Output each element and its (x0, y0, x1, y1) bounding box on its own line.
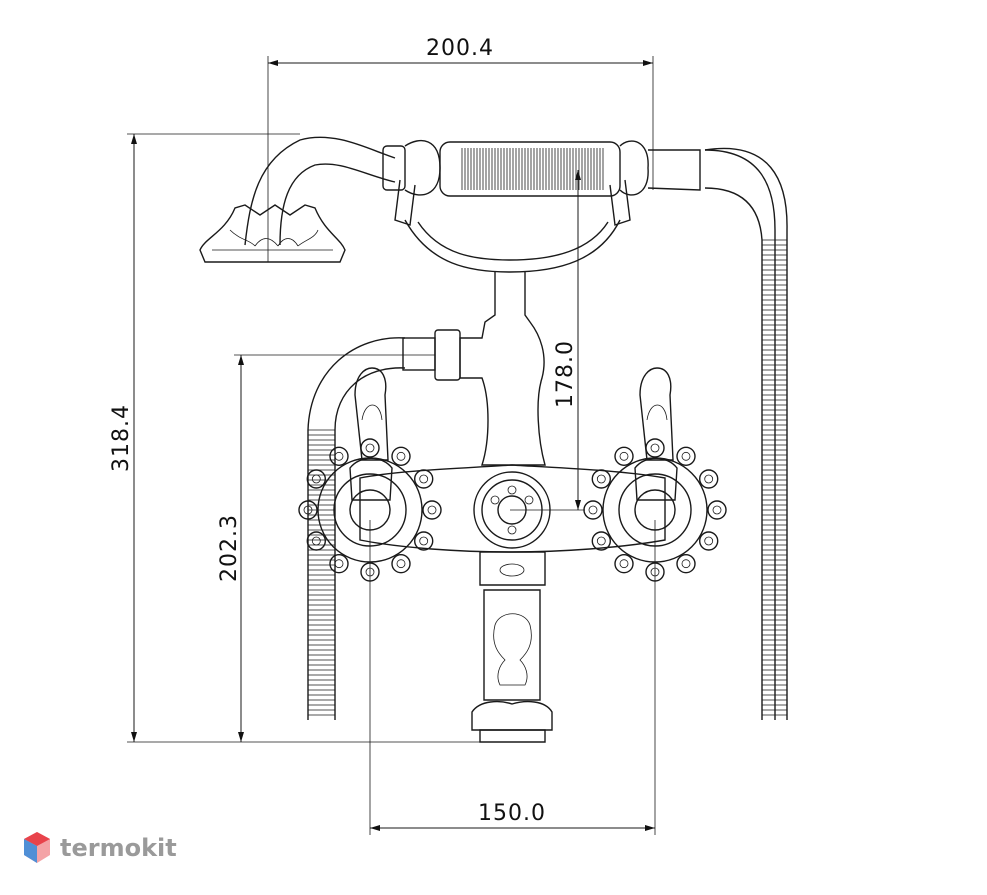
mixer-body (359, 464, 666, 553)
brand-logo-icon (24, 832, 50, 863)
dimension-overall-height: 318.4 (109, 133, 480, 743)
dim-label-mixer-height: 202.3 (217, 514, 242, 582)
dim-label-shower-height: 178.0 (553, 340, 578, 408)
hose-left (307, 337, 406, 720)
handle-right (583, 367, 727, 582)
hand-shower (199, 136, 701, 273)
shower-hose-right (704, 147, 788, 720)
handle-left (298, 367, 442, 582)
dim-label-overall-height: 318.4 (109, 404, 134, 472)
dimension-shower-height: 178.0 (510, 170, 585, 511)
dimension-mixer-height: 202.3 (217, 354, 435, 742)
brand-name: termokit (60, 834, 177, 862)
dimension-top-width: 200.4 (267, 36, 654, 262)
brand-logo: termokit (22, 830, 177, 866)
dimension-center-distance: 150.0 (369, 520, 656, 835)
spout (471, 551, 553, 743)
cradle-post (402, 272, 546, 466)
dim-label-top-width: 200.4 (426, 36, 494, 61)
dim-label-center-distance: 150.0 (478, 801, 546, 826)
